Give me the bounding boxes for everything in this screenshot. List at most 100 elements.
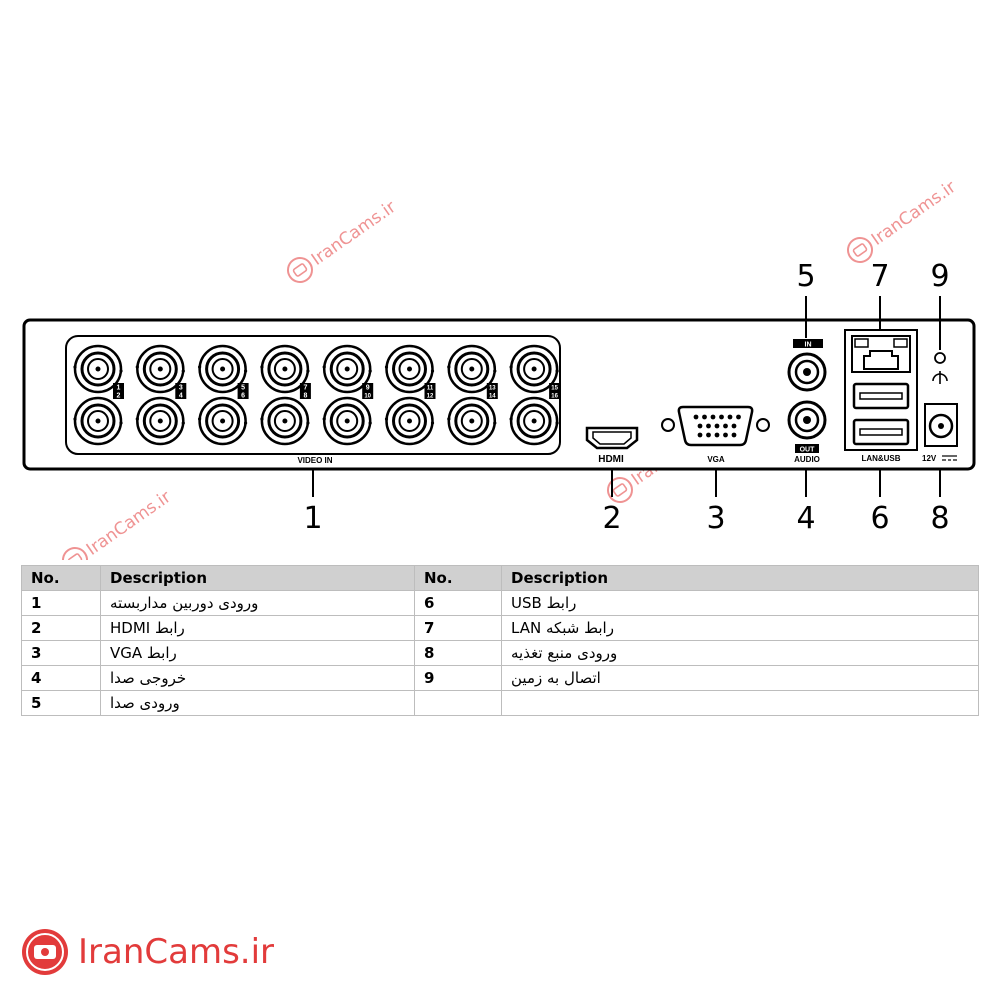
bnc-number-badge — [175, 383, 187, 391]
watermark-text: IranCams.ir — [308, 197, 400, 270]
row-number-cell: 1 — [21, 590, 101, 616]
dvr-chassis — [22, 318, 976, 471]
row-description-cell: رابط شبکه LAN — [501, 615, 979, 641]
audio-in-badge — [793, 339, 823, 348]
bnc-number-badge — [549, 383, 561, 391]
bnc-number-label: 5 — [241, 385, 245, 392]
bnc-number-label: 13 — [489, 386, 496, 392]
row-number-cell — [414, 690, 502, 716]
table-row: 4 خروجی صدا 9 اتصال به زمین — [21, 665, 979, 691]
description-text: اتصال به زمین — [511, 669, 601, 687]
description-text: رابط VGA — [110, 644, 177, 662]
bnc-number-badge — [237, 391, 249, 399]
watermark-text: IranCams.ir — [83, 487, 175, 560]
bnc-number-badge — [486, 391, 498, 399]
bnc-connector — [73, 344, 123, 394]
watermark-text: IranCams.ir — [868, 177, 960, 250]
bnc-number-badge — [549, 391, 561, 399]
description-text: خروجی صدا — [110, 669, 187, 687]
watermark: IranCams.ir — [62, 487, 175, 560]
bnc-connector — [260, 344, 310, 394]
header-description-1: Description — [100, 565, 415, 591]
row-number-cell: 9 — [414, 665, 502, 691]
bnc-connector — [73, 396, 123, 446]
row-number-cell: 4 — [21, 665, 101, 691]
brand-logo: IranCams.ir — [20, 926, 274, 978]
hdmi-port — [585, 426, 639, 450]
vga-label: VGA — [707, 455, 725, 464]
bnc-number-label: 1 — [117, 385, 121, 392]
row-number-cell: 7 — [414, 615, 502, 641]
audio-out-label: OUT — [800, 447, 816, 454]
row-description-cell: رابط HDMI — [100, 615, 415, 641]
audio-label: AUDIO — [794, 455, 820, 464]
bnc-connector — [135, 344, 185, 394]
vga-screw-left — [661, 418, 675, 432]
bnc-number-label: 12 — [427, 394, 434, 400]
row-description-cell: خروجی صدا — [100, 665, 415, 691]
callout-6: 6 — [870, 501, 889, 536]
audio-in-label: IN — [805, 342, 812, 349]
table-header-row: No. Description No. Description — [21, 565, 979, 591]
bnc-number-badge — [424, 391, 436, 399]
vga-pins — [693, 414, 741, 438]
video-in-label: VIDEO IN — [297, 456, 332, 465]
bnc-connector — [384, 344, 435, 394]
bnc-connector — [322, 396, 372, 446]
bnc-connector — [260, 396, 310, 446]
description-text: رابط USB — [511, 594, 577, 612]
callout-4: 4 — [796, 501, 815, 536]
lan-port — [851, 335, 911, 373]
bnc-connector — [198, 396, 248, 446]
description-text: رابط شبکه LAN — [511, 619, 614, 637]
callout-2: 2 — [602, 501, 621, 536]
row-description-cell: ورودی صدا — [100, 690, 415, 716]
description-text: رابط HDMI — [110, 619, 185, 637]
table-row: 1 ورودی دوربین مداربسته 6 رابط USB — [21, 590, 979, 616]
bnc-number-badge — [113, 383, 124, 391]
leader-lines — [312, 296, 941, 497]
bnc-number-label: 7 — [303, 385, 307, 392]
row-number-cell: 6 — [414, 590, 502, 616]
row-description-cell: رابط USB — [501, 590, 979, 616]
bnc-number-label: 2 — [117, 393, 121, 400]
bnc-number-badge — [237, 383, 249, 391]
vga-screw-right — [756, 418, 770, 432]
bnc-number-label: 9 — [366, 385, 370, 392]
power-label: 12V — [922, 454, 937, 463]
table-body: 1 ورودی دوربین مداربسته 6 رابط USB 2 رابط HDM… — [21, 590, 979, 716]
row-number-cell: 2 — [21, 615, 101, 641]
header-no-1: No. — [21, 565, 101, 591]
ground-screw — [934, 352, 946, 364]
header-description-2: Description — [501, 565, 979, 591]
bnc-number-label: 3 — [179, 385, 183, 392]
bnc-number-label: 11 — [427, 386, 434, 392]
callout-1: 1 — [303, 501, 322, 536]
dc-symbol-icon — [942, 455, 957, 461]
watermark: IranCams.ir — [287, 197, 400, 283]
bnc-number-badge — [175, 391, 187, 399]
bnc-number-badge — [299, 391, 311, 399]
bnc-number-label: 10 — [364, 394, 371, 400]
callout-8: 8 — [930, 501, 949, 536]
bnc-number-badge — [362, 391, 374, 399]
lan-usb-label: LAN&USB — [861, 454, 900, 463]
description-text: ورودی دوربین مداربسته — [110, 594, 259, 612]
table-row: 2 رابط HDMI 7 رابط شبکه LAN — [21, 615, 979, 641]
audio-out-badge — [795, 444, 819, 453]
bnc-connector — [447, 396, 497, 446]
hdmi-label: HDMI — [598, 454, 624, 465]
bnc-connector — [135, 396, 185, 446]
bnc-number-badge — [362, 383, 374, 391]
connector-description-table: No. Description No. Description 1 ورودی د… — [21, 565, 979, 716]
bnc-connector — [198, 344, 248, 394]
row-description-cell: رابط VGA — [100, 640, 415, 666]
ground-icon — [932, 371, 948, 384]
row-number-cell: 3 — [21, 640, 101, 666]
row-number-cell: 8 — [414, 640, 502, 666]
bnc-connector — [322, 344, 372, 394]
bnc-number-label: 15 — [551, 386, 558, 392]
brand-logo-icon — [22, 929, 68, 975]
row-description-cell: ورودی دوربین مداربسته — [100, 590, 415, 616]
